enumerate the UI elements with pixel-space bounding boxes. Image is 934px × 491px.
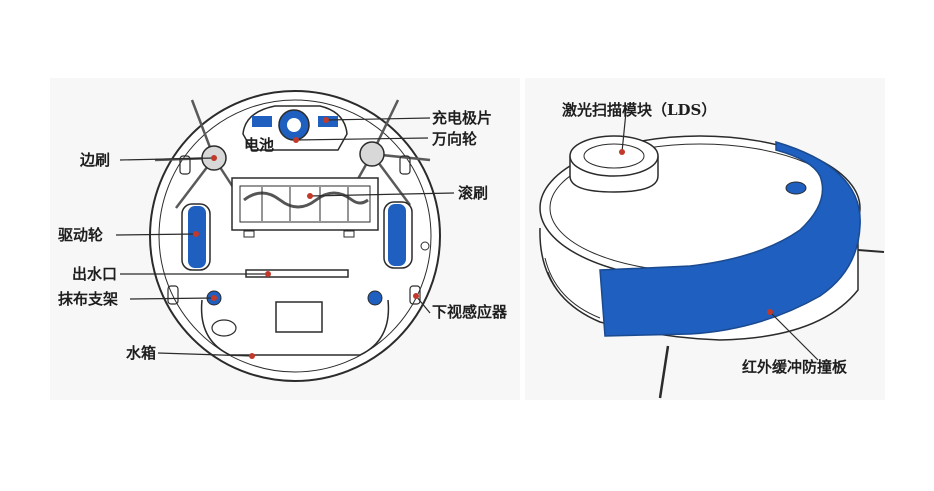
bumper bbox=[599, 140, 861, 337]
drive-wheel-left bbox=[188, 206, 206, 268]
mop-holder-right bbox=[367, 290, 383, 306]
tank-window bbox=[275, 301, 323, 333]
label-mop-holder: 抹布支架 bbox=[58, 290, 119, 308]
drive-wheel-right bbox=[388, 204, 406, 266]
bottom-view bbox=[149, 90, 441, 382]
lds-module bbox=[569, 135, 659, 177]
roller-brush-frame bbox=[231, 177, 379, 231]
label-caster-wheel: 万向轮 bbox=[432, 130, 478, 148]
charging-contact-left bbox=[252, 116, 272, 127]
leader-dots bbox=[193, 117, 773, 359]
water-tank bbox=[200, 299, 390, 356]
label-roller-brush: 滚刷 bbox=[458, 184, 489, 202]
label-battery: 电池 bbox=[244, 136, 275, 154]
label-charging-contacts: 充电极片 bbox=[432, 109, 493, 127]
leader-lines bbox=[115, 111, 819, 361]
label-lds-module: 激光扫描模块（LDS） bbox=[562, 101, 717, 119]
label-cliff-sensor: 下视感应器 bbox=[432, 303, 508, 321]
label-side-brush: 边刷 bbox=[80, 151, 111, 169]
label-bumper: 红外缓冲防撞板 bbox=[742, 358, 848, 376]
label-water-outlet: 出水口 bbox=[72, 265, 118, 283]
cliff-sensor bbox=[409, 285, 421, 305]
iso-view bbox=[539, 135, 885, 399]
label-drive-wheel: 驱动轮 bbox=[58, 226, 104, 244]
label-water-tank: 水箱 bbox=[126, 344, 157, 362]
